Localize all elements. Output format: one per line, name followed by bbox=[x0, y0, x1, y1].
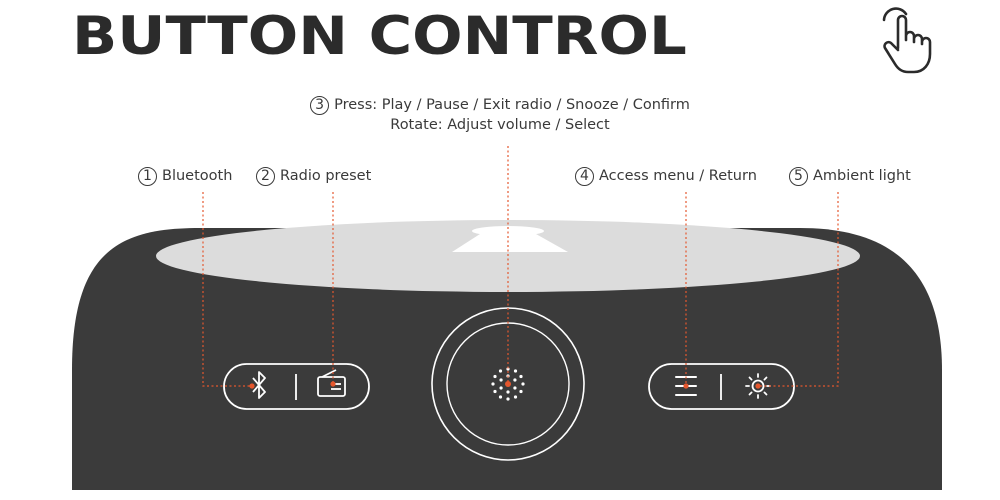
knob-dot bbox=[493, 374, 497, 379]
page-title: BUTTON CONTROL bbox=[72, 6, 687, 67]
knob-dot bbox=[499, 386, 503, 390]
knob-dot bbox=[493, 389, 497, 394]
knob-dot bbox=[513, 386, 517, 390]
knob-dots-icon bbox=[491, 367, 525, 401]
knob-dot bbox=[499, 378, 503, 382]
callout-label: Access menu / Return bbox=[599, 168, 757, 184]
callout-number: 1 bbox=[138, 166, 157, 186]
callout-label: Bluetooth bbox=[162, 168, 233, 184]
callout-number: 5 bbox=[789, 166, 808, 186]
leader-dot-5 bbox=[755, 383, 761, 389]
callout-2-radio-preset: 2 Radio preset bbox=[256, 164, 371, 188]
leader-dot-4 bbox=[683, 383, 689, 389]
radio-icon bbox=[317, 369, 346, 397]
right-button-pill bbox=[648, 363, 795, 410]
knob-dot bbox=[521, 382, 525, 386]
device-top-notch bbox=[452, 231, 568, 252]
hand-pointer-icon bbox=[882, 7, 932, 74]
knob-dot bbox=[506, 367, 510, 371]
knob-dot bbox=[513, 395, 518, 399]
callout-5-ambient-light: 5 Ambient light bbox=[789, 164, 911, 188]
callout-3-line-2: Rotate: Adjust volume / Select bbox=[390, 117, 610, 133]
callout-number: 4 bbox=[575, 166, 594, 186]
callout-number: 2 bbox=[256, 166, 275, 186]
knob-dot bbox=[513, 369, 518, 373]
leader-line-1 bbox=[202, 192, 252, 387]
knob-dot bbox=[519, 389, 523, 394]
leader-dot-1 bbox=[249, 383, 255, 389]
callout-label: Radio preset bbox=[280, 168, 372, 184]
knob-dot bbox=[498, 395, 503, 399]
bluetooth-icon bbox=[252, 371, 266, 399]
left-button-pill bbox=[223, 363, 370, 410]
leader-dot-2 bbox=[330, 381, 336, 387]
leader-line-5 bbox=[758, 192, 839, 387]
leader-dot-3 bbox=[505, 381, 511, 387]
knob-dot bbox=[519, 374, 523, 379]
callout-label: Ambient light bbox=[813, 168, 911, 184]
knob-dot bbox=[513, 378, 517, 382]
knob-dot bbox=[506, 390, 510, 394]
knob-dot bbox=[498, 369, 503, 373]
callout-1-bluetooth: 1 Bluetooth bbox=[138, 164, 232, 188]
callout-4-access-menu: 4 Access menu / Return bbox=[575, 164, 757, 188]
knob-dot bbox=[506, 397, 510, 401]
callout-text: Press: Play / Pause / Exit radio / Snooz… bbox=[334, 97, 690, 113]
knob-dot bbox=[491, 382, 495, 386]
callout-number: 3 bbox=[310, 95, 330, 115]
